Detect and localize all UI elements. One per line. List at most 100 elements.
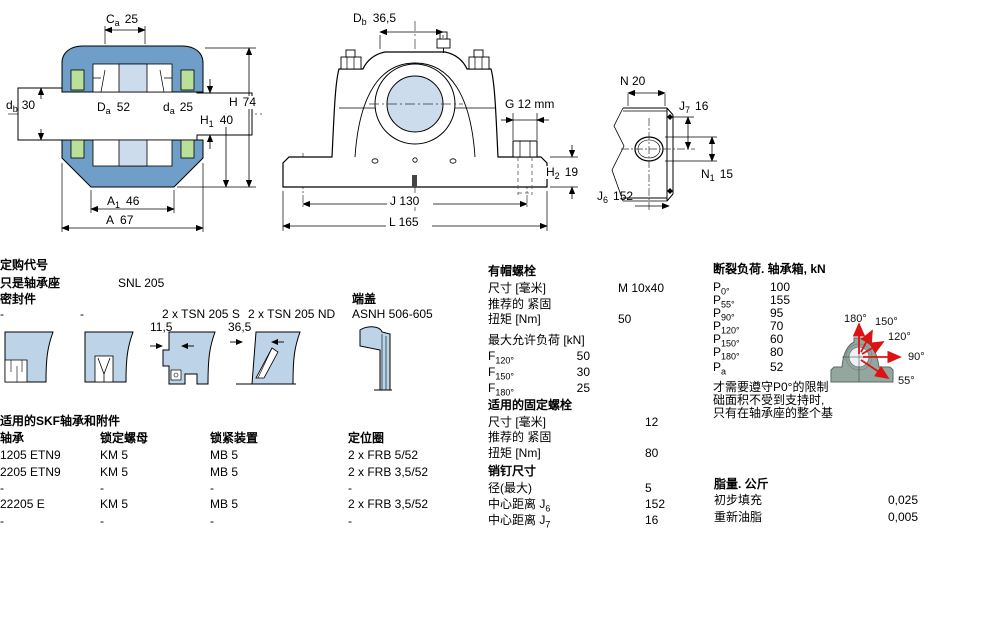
pin-row-label: 中心距离 J6 — [488, 497, 551, 514]
grease-row-label: 初步填充 — [714, 493, 763, 507]
table-cell: - — [100, 514, 104, 528]
table-cell: KM 5 — [100, 465, 129, 479]
cap-bolt-torque-label-2: 扭矩 [Nm] — [488, 312, 541, 326]
pins-title: 销钉尺寸 — [488, 464, 537, 478]
dim-J-label: J 130 — [390, 194, 420, 208]
grease-title: 脂量. 公斤 — [714, 477, 769, 491]
load-angle-diagram: 180° 150° 120° 90° 55° — [830, 313, 925, 387]
col-header-locating-ring: 定位圈 — [348, 431, 385, 445]
breaking-loads-title: 断裂负荷. 轴承箱, kN — [713, 262, 826, 276]
bearing-sleeve-top — [118, 63, 148, 93]
housing-designation: SNL 205 — [118, 276, 165, 290]
seal-option: - — [0, 307, 4, 321]
dim-G-label: G 12 mm — [505, 97, 554, 111]
table-cell: 1205 ETN9 — [0, 448, 61, 462]
seal-right-top — [180, 69, 195, 91]
dim-N: N 20 — [620, 74, 666, 106]
table-cell: - — [348, 514, 352, 528]
angle-label: 150° — [875, 316, 898, 328]
dim-J: J 130 — [302, 194, 528, 208]
base-plate — [611, 107, 695, 210]
seal-thumbnail-1 — [4, 331, 54, 383]
seal-thumbnail-4 — [230, 331, 301, 385]
load-label: F120° — [488, 349, 514, 366]
fixing-bolt-torque-value: 80 — [645, 446, 659, 460]
table-cell: 2 x FRB 3,5/52 — [348, 497, 429, 511]
seal-left-top — [70, 69, 85, 91]
angle-label: 90° — [908, 351, 925, 363]
table-cell: - — [0, 514, 4, 528]
note-line: 只有在轴承座的整个基 — [713, 406, 834, 420]
seal-right-bottom — [180, 139, 195, 159]
cap-bolt-torque-value: 50 — [618, 312, 632, 326]
angle-label: 55° — [898, 375, 915, 387]
angle-label: 180° — [844, 313, 867, 325]
grease-row-label: 重新油脂 — [714, 510, 763, 524]
breaking-load-value: 100 — [770, 280, 791, 294]
end-cover-thumbnail — [359, 326, 392, 391]
load-label: F180° — [488, 381, 514, 398]
seal-width-dim: 36,5 — [228, 320, 252, 334]
table-cell: 2205 ETN9 — [0, 465, 61, 479]
cap-bolt-right — [468, 49, 490, 70]
breaking-load-label: P55° — [713, 293, 735, 310]
load-value: 50 — [576, 349, 590, 363]
end-cover-designation: ASNH 506-605 — [352, 307, 433, 321]
seal-thumbnail-3 — [150, 331, 216, 385]
breaking-load-label: P90° — [713, 306, 735, 323]
end-cover-label: 端盖 — [352, 292, 377, 306]
breaking-load-label: P120° — [713, 319, 740, 336]
breaking-load-label: P0° — [713, 280, 730, 297]
table-cell: - — [210, 481, 214, 495]
grease-fitting — [436, 31, 451, 53]
col-header-lockdevice: 锁紧装置 — [210, 431, 259, 445]
col-header-bearing: 轴承 — [0, 431, 25, 445]
table-cell: 22205 E — [0, 497, 45, 511]
pin-row-value: 16 — [645, 513, 659, 527]
breaking-load-value: 70 — [770, 319, 784, 333]
bearing-sleeve-bottom — [118, 139, 148, 167]
table-cell: 2 x FRB 3,5/52 — [348, 465, 429, 479]
table-cell: - — [348, 481, 352, 495]
angle-label: 120° — [888, 331, 911, 343]
fixing-bolt-torque-label-1: 推荐的 紧固 — [488, 430, 552, 444]
pin-row-value: 5 — [645, 481, 652, 495]
load-value: 25 — [576, 381, 590, 395]
breaking-load-label: P150° — [713, 332, 740, 349]
seal-left-bottom — [70, 139, 85, 159]
housing-only-label: 只是轴承座 — [0, 276, 61, 290]
table-cell: MB 5 — [210, 448, 239, 462]
breaking-load-value: 95 — [770, 306, 784, 320]
seal-option: 2 x TSN 205 ND — [248, 307, 336, 321]
attachment-bolt — [511, 140, 539, 195]
grease-row-value: 0,025 — [888, 493, 919, 507]
housing-front-outline — [282, 21, 548, 213]
max-load-title: 最大允许负荷 [kN] — [488, 333, 585, 347]
cap-bolt-torque-label-1: 推荐的 紧固 — [488, 297, 552, 311]
seal-option: 2 x TSN 205 S — [162, 307, 240, 321]
pin-row-label: 径(最大) — [488, 481, 532, 495]
table-cell: - — [100, 481, 104, 495]
fixing-bolts-title: 适用的固定螺栓 — [488, 398, 573, 412]
